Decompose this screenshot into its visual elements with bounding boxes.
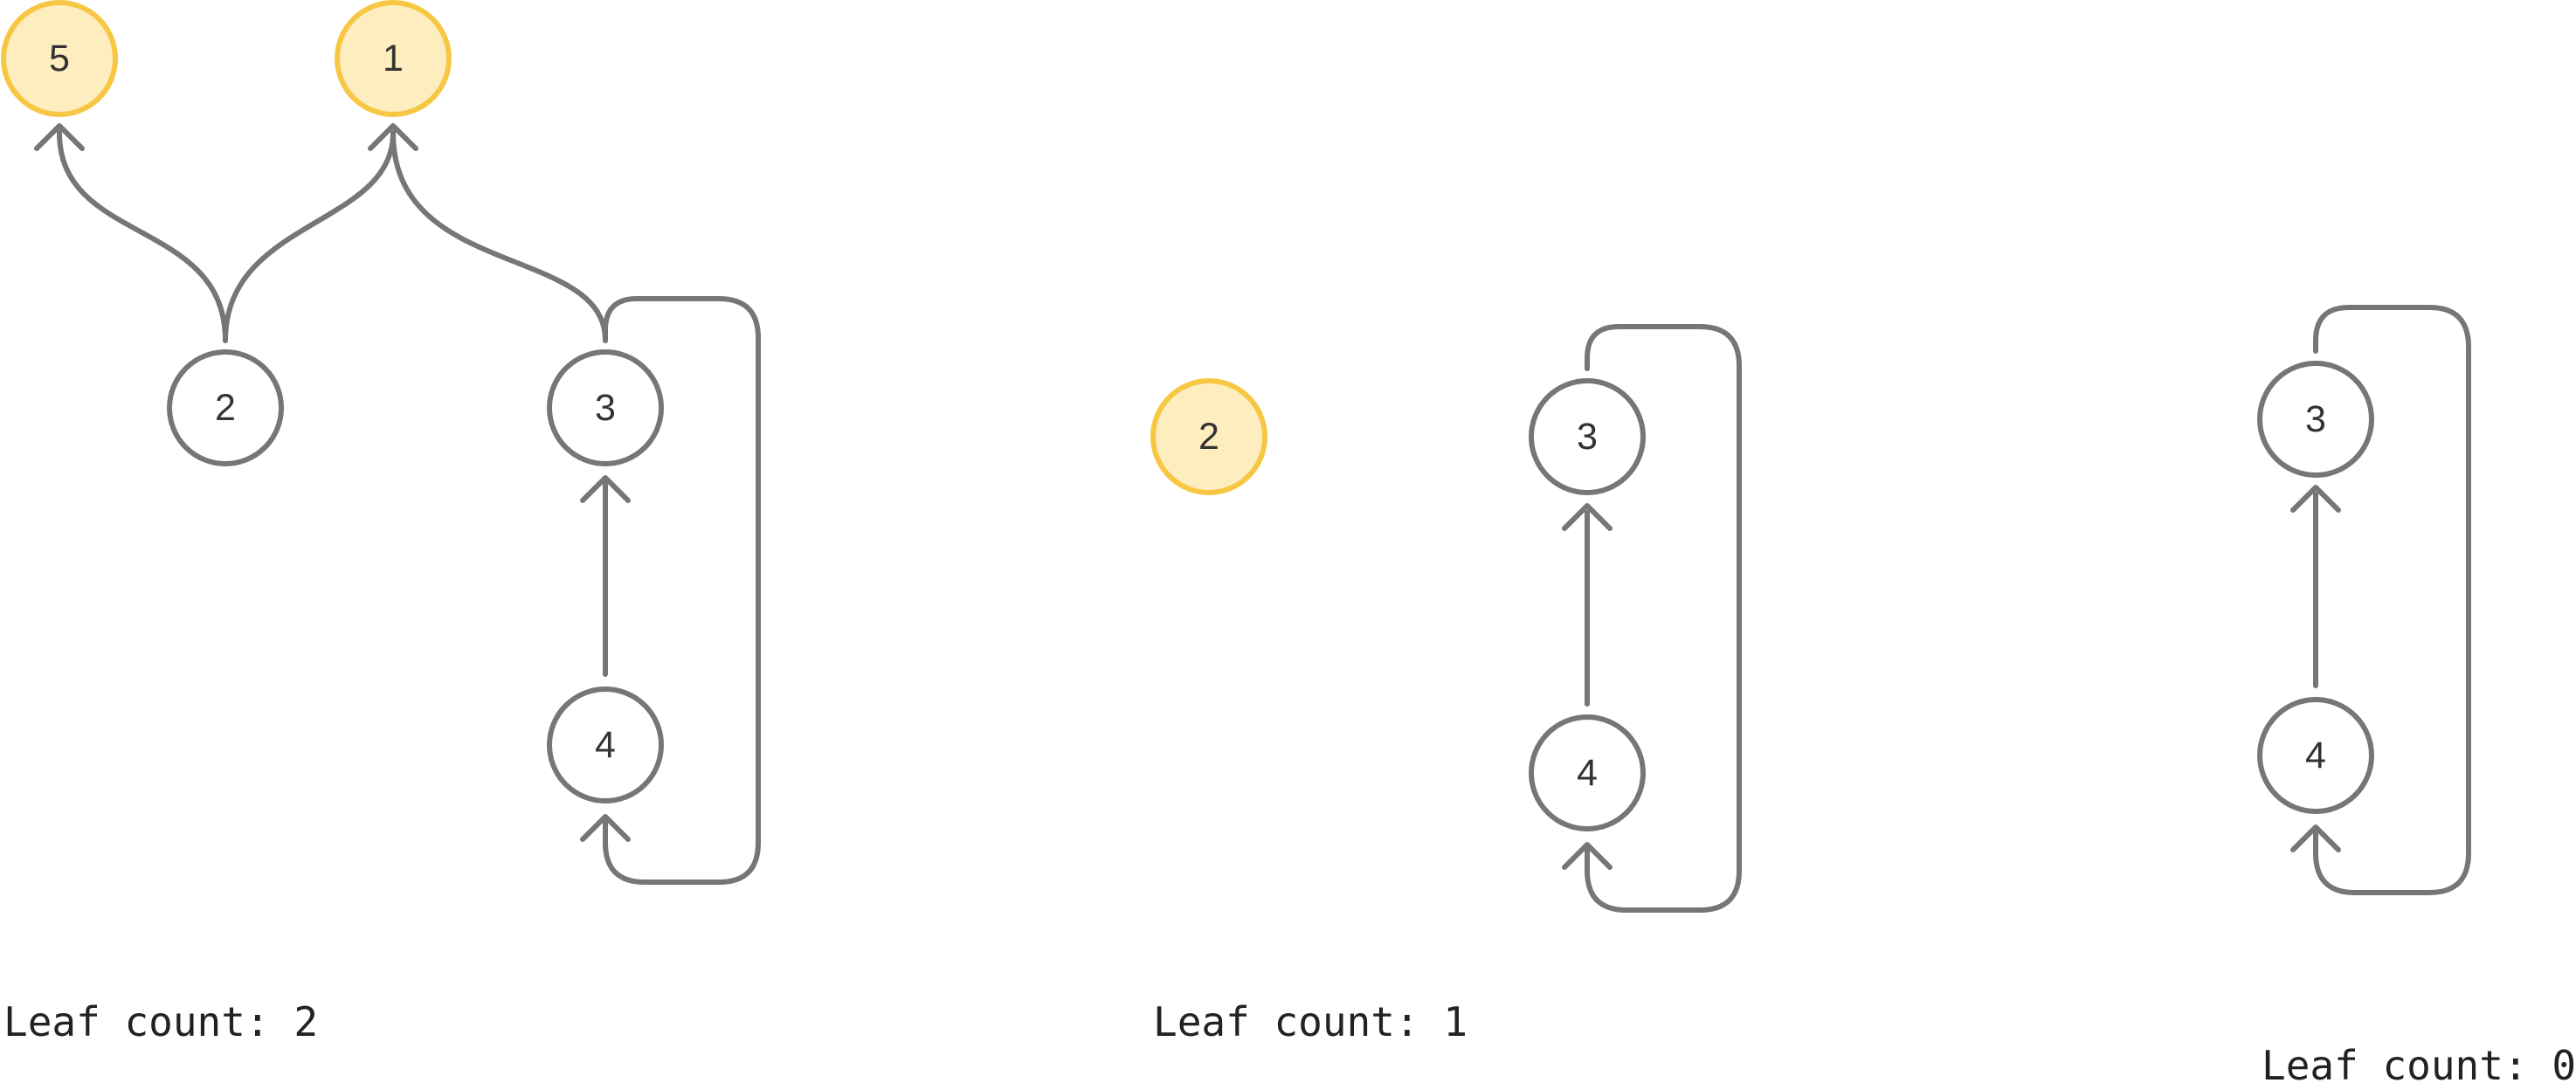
leaf-count-caption: Leaf count: 2	[3, 998, 318, 1045]
svg-text:2: 2	[1198, 416, 1219, 458]
arrowhead-3-to-4	[580, 814, 631, 842]
edge-3-to-4-loop	[2313, 305, 2471, 895]
edge-2-to-1	[223, 130, 396, 343]
arrowhead-4-to-3	[580, 475, 631, 503]
svg-text:4: 4	[2305, 735, 2326, 776]
edge-3-to-4-loop	[1585, 324, 1742, 913]
edge-3-to-4-loop	[603, 296, 761, 885]
graph-panel-3: 3 4 Leaf count: 0	[2257, 305, 2576, 1083]
leaf-count-caption: Leaf count: 1	[1153, 998, 1468, 1045]
arrowhead-to-1	[368, 123, 418, 151]
arrowhead-4-to-3	[1562, 503, 1613, 531]
graph-node-2: 2	[167, 349, 284, 466]
graph-panel-2: 2 3 4 Leaf count: 1	[1150, 324, 1742, 1045]
svg-text:5: 5	[49, 38, 70, 79]
graph-node-3: 3	[547, 349, 664, 466]
svg-text:1: 1	[383, 38, 404, 79]
graph-node-4: 4	[2257, 697, 2374, 814]
svg-text:4: 4	[595, 724, 616, 766]
edge-2-to-5	[57, 130, 228, 343]
svg-text:2: 2	[215, 387, 236, 429]
graph-node-1: 1	[335, 0, 452, 117]
graph-node-3: 3	[2257, 361, 2374, 478]
svg-text:3: 3	[1577, 416, 1598, 458]
svg-text:3: 3	[595, 387, 616, 429]
svg-text:3: 3	[2305, 398, 2326, 440]
arrowhead-2-to-5	[34, 123, 85, 151]
edge-3-to-1	[390, 130, 608, 343]
graph-node-2: 2	[1150, 378, 1267, 495]
graph-node-4: 4	[547, 686, 664, 804]
graph-node-4: 4	[1529, 714, 1646, 831]
graph-panel-1: 5 1 2 3 4 Leaf count: 2	[1, 0, 761, 1045]
graph-node-3: 3	[1529, 378, 1646, 495]
arrowhead-4-to-3	[2290, 485, 2341, 513]
arrowhead-3-to-4	[1562, 842, 1613, 870]
leaf-count-caption: Leaf count: 0	[2262, 1042, 2576, 1083]
arrowhead-3-to-4	[2290, 824, 2341, 852]
svg-text:4: 4	[1577, 752, 1598, 794]
graph-node-5: 5	[1, 0, 118, 117]
